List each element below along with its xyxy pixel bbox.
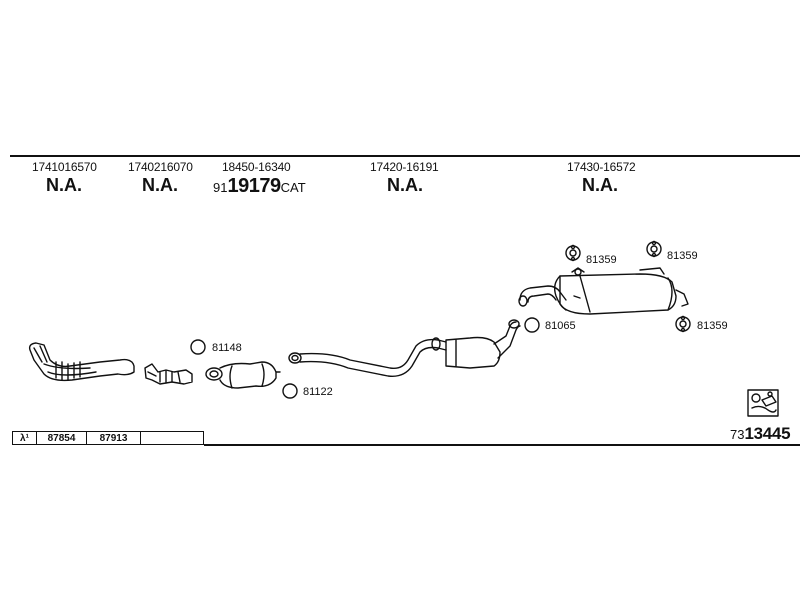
ring-label-1: 81148	[212, 342, 242, 354]
cat-suffix: CAT	[280, 180, 306, 195]
ring-label-2: 81122	[303, 386, 333, 398]
part-status-1: N.A.	[46, 175, 82, 195]
clamp-kit-icon	[747, 389, 779, 417]
diagram-number-prefix: 73	[730, 427, 745, 442]
lambda-ref-1: 87854	[37, 432, 87, 444]
part-number-3: 18450-16340	[222, 160, 291, 174]
part-status-2: N.A.	[142, 175, 178, 195]
catalytic-converter	[205, 361, 281, 389]
top-rule	[10, 155, 800, 157]
lambda-ref-2: 87913	[87, 432, 141, 444]
cat-prefix: 91	[213, 180, 228, 195]
hanger-ring-6	[675, 315, 691, 333]
ring-label-3: 81065	[545, 320, 576, 332]
lambda-ref-empty	[141, 432, 203, 444]
lambda-symbol: λ¹	[13, 432, 37, 444]
diagram-number-main: 13445	[744, 424, 791, 443]
cat-code: 19179	[227, 175, 281, 197]
ring-label-4: 81359	[586, 254, 617, 266]
lambda-reference-box: λ¹ 87854 87913	[12, 431, 204, 445]
rear-muffler	[518, 267, 689, 315]
hanger-ring-5	[646, 240, 662, 258]
part-status-5: N.A.	[582, 175, 618, 195]
ring-label-5: 81359	[667, 250, 698, 262]
diagram-number: 7313445	[730, 424, 791, 444]
part-status-4: N.A.	[387, 175, 423, 195]
intermediate-pipe	[288, 319, 521, 377]
bottom-rule	[204, 444, 800, 446]
ring-label-6: 81359	[697, 320, 728, 332]
catalytic-code: 9119179CAT	[213, 175, 306, 198]
part-number-4: 17420-16191	[370, 160, 439, 174]
gasket-ring-3	[524, 317, 540, 333]
part-number-1: 1741016570	[32, 160, 97, 174]
flex-section	[144, 363, 193, 385]
gasket-ring-2	[282, 383, 298, 399]
part-number-2: 1740216070	[128, 160, 193, 174]
hanger-ring-4	[565, 244, 581, 262]
part-number-5: 17430-16572	[567, 160, 636, 174]
gasket-ring-1	[190, 339, 206, 355]
front-pipe	[28, 342, 135, 382]
